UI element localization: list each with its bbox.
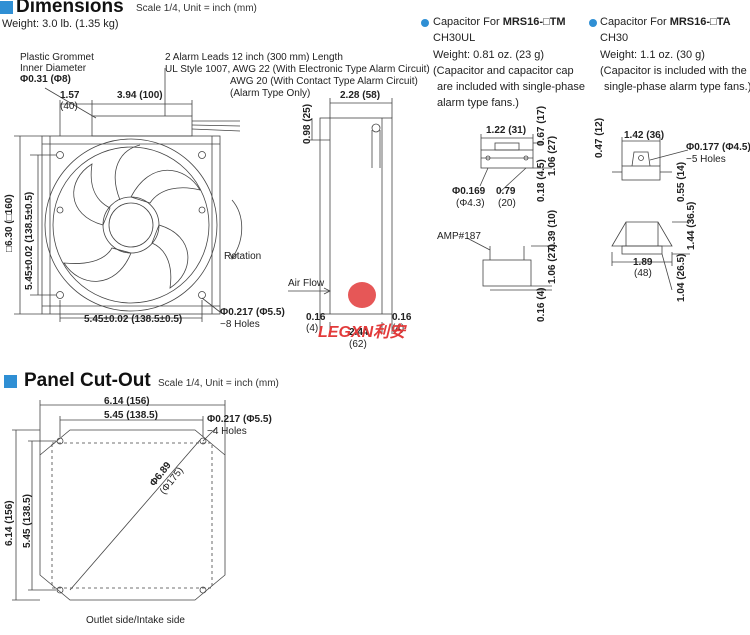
capacitor-tm-note: are included with single-phase	[437, 81, 585, 93]
capacitor-ta-side	[611, 221, 673, 247]
capacitor-tm-weight: Weight: 0.81 oz. (23 g)	[433, 49, 545, 61]
panel-v-outer: 6.14 (156)	[4, 500, 15, 546]
rotation-label: Rotation	[224, 251, 262, 262]
flange-left-mm: (4)	[306, 323, 319, 334]
total-depth-mm: (62)	[349, 339, 367, 350]
tm-h1: 0.67 (17)	[536, 105, 547, 146]
capacitor-tm-side	[482, 259, 532, 287]
tm-h2: 1.06 (27)	[547, 135, 558, 176]
side-outer-dim: □6.30 (□160)	[4, 194, 15, 252]
lead-spec: 2 Alarm Leads 12 inch (300 mm) Length	[165, 52, 343, 63]
capacitor-tm-note: alarm type fans.)	[437, 97, 519, 109]
airflow-label: Air Flow	[288, 278, 325, 289]
flange-left: 0.16	[306, 312, 326, 323]
section-marker	[0, 1, 13, 14]
tm-h3: 0.18 (4.5)	[536, 159, 547, 202]
lead-offset: 1.57	[60, 90, 80, 101]
tm-v2: 1.06 (27)	[547, 243, 558, 284]
lead-spec: (Alarm Type Only)	[230, 88, 311, 99]
panel-scale: Scale 1/4, Unit = inch (mm)	[158, 378, 279, 389]
fan-blade	[151, 224, 189, 289]
panel-hole	[199, 586, 207, 594]
mount-hole	[198, 151, 206, 159]
ta-holes: −5 Holes	[686, 154, 726, 165]
section-marker	[4, 375, 17, 388]
bottom-dim: 5.45±0.02 (138.5±0.5)	[84, 314, 183, 325]
capacitor-tm-heading: Capacitor For MRS16-□TM	[433, 16, 566, 28]
depth-dim: 2.28 (58)	[340, 90, 381, 101]
ta-hole: Φ0.177 (Φ4.5)	[686, 142, 750, 153]
panel-holes-count: −4 Holes	[207, 426, 247, 437]
panel-hole	[199, 437, 207, 445]
grommet-dim: Φ0.31 (Φ8)	[20, 74, 71, 85]
ta-h2: 0.55 (14)	[676, 161, 687, 202]
bullet-icon	[589, 19, 597, 27]
capacitor-ta-part: CH30	[600, 32, 629, 44]
tm-amp: AMP#187	[437, 231, 481, 242]
lead-height-dim: 0.98 (25)	[302, 103, 313, 144]
capacitor-ta-note: (Capacitor is included with the	[600, 65, 747, 77]
fan-hub	[102, 196, 160, 254]
fan-weight: Weight: 3.0 lb. (1.35 kg)	[2, 18, 119, 30]
fan-blade	[63, 247, 132, 282]
ta-h3: 1.44 (36.5)	[686, 201, 697, 250]
panel-cutout	[39, 429, 226, 601]
capacitor-ta-weight: Weight: 1.1 oz. (30 g)	[600, 49, 705, 61]
flange-right-mm: (4)	[392, 323, 405, 334]
lead-spec: AWG 20 (With Contact Type Alarm Circuit)	[230, 76, 418, 87]
capacitor-ta-body	[621, 165, 661, 181]
ta-width: 1.42 (36)	[624, 130, 665, 141]
fan-opening	[44, 138, 218, 312]
capacitor-tm-part: CH30UL	[433, 32, 476, 44]
panel-hole	[56, 586, 64, 594]
capacitor-tm-note: (Capacitor and capacitor cap	[433, 65, 574, 77]
grommet-label: Inner Diameter	[20, 63, 87, 74]
panel-inner-dim: 5.45 (138.5)	[104, 410, 158, 421]
ta-w2: 1.89	[633, 257, 653, 268]
watermark-text: LEGXN利安	[318, 324, 406, 341]
side-inner-dim: 5.45±0.02 (138.5±0.5)	[24, 191, 35, 290]
width-top: 3.94 (100)	[117, 90, 163, 101]
panel-v-inner: 5.45 (138.5)	[22, 494, 33, 548]
fan-blade	[73, 163, 111, 226]
flange-right: 0.16	[392, 312, 412, 323]
capacitor-tm-body	[480, 149, 534, 169]
panel-outer-dim: 6.14 (156)	[104, 396, 150, 407]
holes-count: −8 Holes	[220, 319, 260, 330]
fan-blade	[130, 169, 201, 204]
panel-hole-dim: Φ0.217 (Φ5.5)	[207, 414, 272, 425]
tm-hole-mm: (Φ4.3)	[456, 198, 485, 209]
mount-hole	[56, 151, 64, 159]
mount-hole	[198, 291, 206, 299]
lead-offset-mm: (40)	[60, 101, 78, 112]
grommet-label: Plastic Grommet	[20, 52, 94, 63]
lead-box	[91, 115, 193, 137]
total-depth: 2.44	[349, 327, 369, 338]
lead-spec: UL Style 1007, AWG 22 (With Electronic T…	[165, 64, 430, 75]
panel-hole	[56, 437, 64, 445]
tm-width: 1.22 (31)	[486, 125, 527, 136]
bullet-icon	[421, 19, 429, 27]
ta-h1: 0.47 (12)	[594, 117, 605, 158]
capacitor-ta-note: single-phase alarm type fans.)	[604, 81, 750, 93]
dimensions-scale: Scale 1/4, Unit = inch (mm)	[136, 3, 257, 14]
tm-hole: Φ0.169	[452, 186, 486, 197]
holes-dim: Φ0.217 (Φ5.5)	[220, 307, 285, 318]
fan-frame-outline	[41, 135, 221, 315]
mount-hole	[56, 291, 64, 299]
dimensions-title: Dimensions	[16, 0, 124, 17]
ta-w2-mm: (48)	[634, 268, 652, 279]
tm-pitch: 0.79	[496, 186, 516, 197]
panel-square	[51, 442, 213, 589]
capacitor-ta-heading: Capacitor For MRS16-□TA	[600, 16, 731, 28]
diameter-line	[69, 439, 201, 591]
fan-side-outline	[319, 117, 393, 315]
watermark-logo-icon	[348, 282, 376, 308]
tm-v3: 0.16 (4)	[536, 287, 547, 322]
tm-pitch-mm: (20)	[498, 198, 516, 209]
ta-h4: 1.04 (26.5)	[676, 253, 687, 302]
panel-title: Panel Cut-Out	[24, 370, 151, 391]
panel-side-note: Outlet side/Intake side	[86, 615, 185, 626]
